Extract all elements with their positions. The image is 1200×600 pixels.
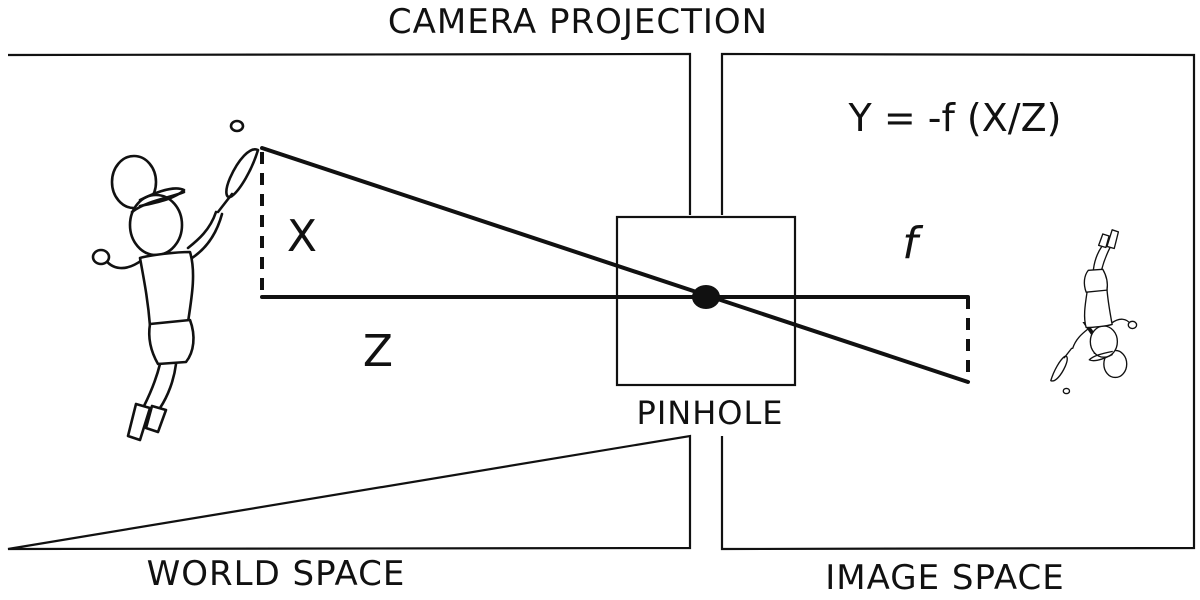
z-label: Z <box>363 326 393 377</box>
tennis-player-figure <box>91 119 260 442</box>
pinhole-label: PINHOLE <box>637 394 784 432</box>
x-label: X <box>287 211 317 262</box>
pinhole-box <box>615 215 797 387</box>
pinhole-point <box>692 285 720 309</box>
diagram-title: CAMERA PROJECTION <box>388 2 768 42</box>
image-space-label: IMAGE SPACE <box>825 558 1064 598</box>
world-space-panel <box>7 52 692 551</box>
projection-equation: Y = -f (X/Z) <box>848 96 1062 140</box>
tennis-ball-icon <box>229 119 245 133</box>
f-label: f <box>902 218 924 269</box>
projection-ray <box>260 146 970 384</box>
world-space-label: WORLD SPACE <box>147 554 406 594</box>
inverted-tennis-player-figure <box>1050 229 1138 395</box>
image-space-panel <box>720 52 1196 551</box>
